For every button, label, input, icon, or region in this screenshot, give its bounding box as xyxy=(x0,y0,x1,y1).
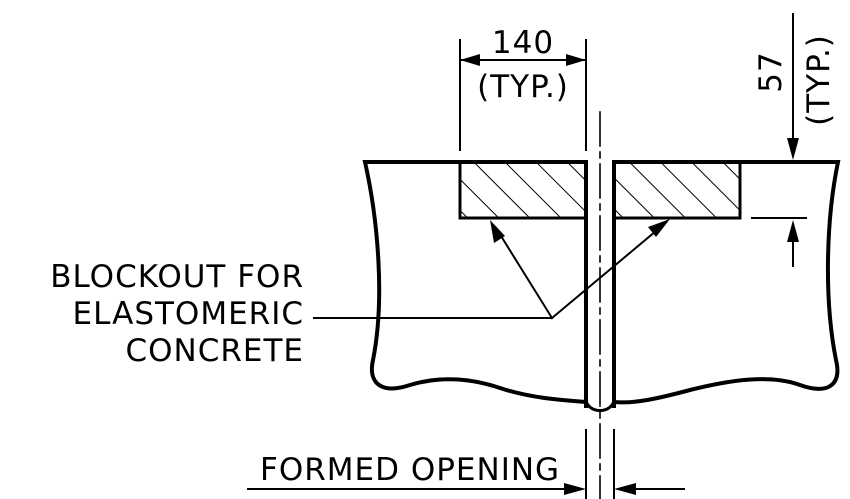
callout-leader-right xyxy=(550,224,664,320)
opening-arrow-right xyxy=(614,483,636,495)
formed-opening-label: FORMED OPENING xyxy=(260,452,560,488)
right-slab-outline xyxy=(611,160,841,405)
opening-arrow-left xyxy=(564,483,586,495)
blockout-label-line3: CONCRETE xyxy=(125,333,304,369)
blockout-label-line2: ELASTOMERIC xyxy=(73,296,304,332)
callout-arrow-left xyxy=(490,220,505,243)
width-arrow-right xyxy=(566,54,586,66)
left-slab-outline xyxy=(362,160,589,405)
left-blockout-outline xyxy=(458,160,588,220)
width-value: 140 xyxy=(492,25,554,61)
blockout-label-line1: BLOCKOUT FOR xyxy=(50,259,304,295)
right-blockout-outline xyxy=(612,160,742,220)
callout-arrow-right xyxy=(648,219,670,237)
depth-note: (TYP.) xyxy=(801,34,837,126)
callout-leader-left xyxy=(494,226,554,320)
right-blockout xyxy=(614,162,740,218)
width-note: (TYP.) xyxy=(477,69,569,105)
depth-arrow-bottom xyxy=(787,220,799,242)
depth-arrow-top xyxy=(787,138,799,160)
left-blockout xyxy=(460,162,586,218)
width-arrow-left xyxy=(460,54,480,66)
depth-value: 57 xyxy=(753,51,789,92)
opening-bottom xyxy=(584,398,616,412)
